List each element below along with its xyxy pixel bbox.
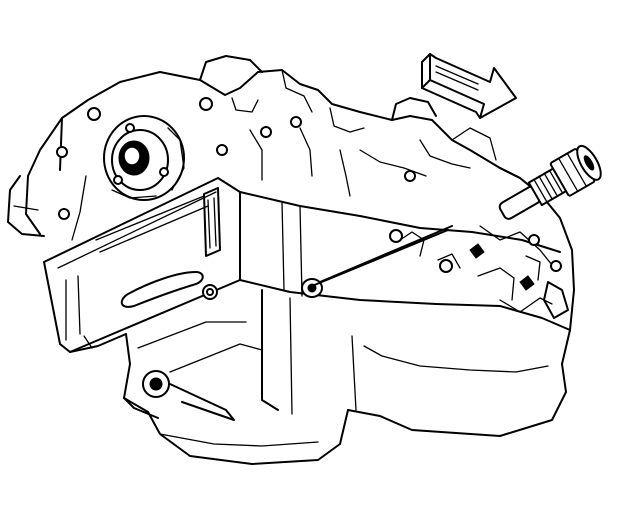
bolt-icon	[439, 259, 453, 273]
rear-detail	[469, 167, 575, 331]
bolt-icon	[113, 175, 123, 185]
bolt-icon	[528, 234, 540, 246]
engine-block	[59, 55, 521, 197]
bolt-icon	[260, 126, 272, 138]
bolt-icon	[125, 123, 135, 133]
direction-arrow-icon	[421, 53, 517, 119]
bolt-icon	[56, 146, 68, 158]
bolt-icon	[404, 170, 416, 182]
bolt-icon	[290, 116, 302, 128]
oil-pan	[123, 170, 571, 465]
timing-cover	[7, 97, 302, 241]
bolt-icon	[87, 107, 101, 121]
bolt-icon	[58, 208, 70, 220]
front-plate	[43, 177, 241, 353]
bolt-icon	[159, 167, 169, 177]
oil-level-sensor	[311, 144, 602, 287]
bolt-icon	[389, 229, 403, 243]
bolt-icon	[216, 144, 228, 156]
bolt-icon	[199, 97, 213, 111]
crankshaft-hub	[103, 115, 185, 201]
bolt-icon	[550, 260, 562, 272]
bolt-icon	[206, 288, 214, 296]
